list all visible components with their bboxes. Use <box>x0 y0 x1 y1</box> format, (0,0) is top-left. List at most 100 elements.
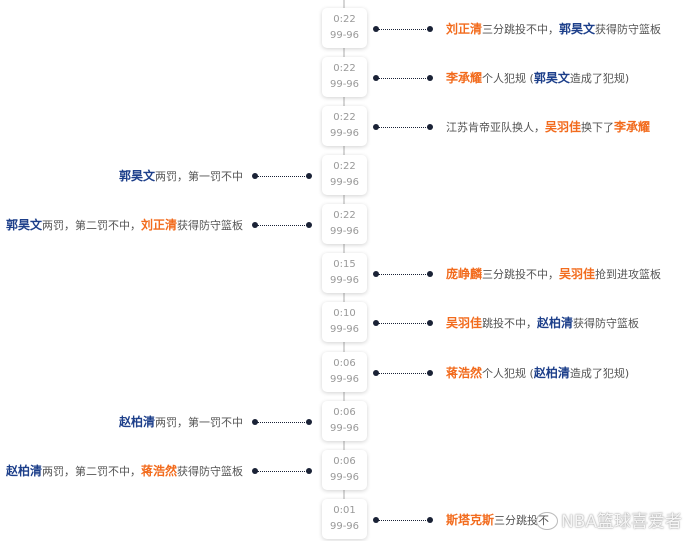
score: 99-96 <box>329 374 360 385</box>
connector <box>252 222 312 228</box>
time-score-box: 0:22 99-96 <box>322 204 367 244</box>
score: 99-96 <box>329 30 360 41</box>
player-name[interactable]: 蒋浩然 <box>140 464 177 478</box>
connector-dot <box>373 517 379 523</box>
event-row: 0:22 99-96 郭昊文两罚，第一罚不中 <box>0 155 700 197</box>
event-description: 江苏肯帝亚队换人，吴羽佳换下了李承耀 <box>446 118 650 137</box>
player-name[interactable]: 吴羽佳 <box>559 267 596 281</box>
event-description: 斯塔克斯三分跳投不 <box>446 511 549 530</box>
connector-line <box>378 126 428 128</box>
player-name[interactable]: 庞峥麟 <box>446 267 483 281</box>
score: 99-96 <box>329 128 360 139</box>
player-name[interactable]: 赵柏清 <box>5 464 42 478</box>
player-name[interactable]: 郭昊文 <box>5 218 42 232</box>
event-text: 跳投不中， <box>482 317 538 330</box>
event-text: 获得防守篮板 <box>177 219 243 232</box>
connector-line <box>257 224 307 226</box>
event-description: 庞峥麟三分跳投不中，吴羽佳抢到进攻篮板 <box>446 265 661 284</box>
event-row: 0:06 99-96 蒋浩然个人犯规 (赵柏清造成了犯规) <box>0 352 700 394</box>
event-description: 赵柏清两罚，第一罚不中 <box>119 413 243 432</box>
event-row: 0:06 99-96 赵柏清两罚，第一罚不中 <box>0 401 700 443</box>
event-text: 换下了 <box>581 121 615 134</box>
connector-dot <box>427 124 433 130</box>
connector <box>373 75 433 81</box>
player-name[interactable]: 吴羽佳 <box>446 316 483 330</box>
player-name[interactable]: 赵柏清 <box>118 415 155 429</box>
game-clock: 0:06 <box>333 456 356 467</box>
time-score-box: 0:10 99-96 <box>322 302 367 342</box>
connector-line <box>257 470 307 472</box>
connector-dot <box>252 468 258 474</box>
event-row: 0:22 99-96 郭昊文两罚，第二罚不中，刘正清获得防守篮板 <box>0 204 700 246</box>
event-row: 0:15 99-96 庞峥麟三分跳投不中，吴羽佳抢到进攻篮板 <box>0 253 700 295</box>
event-text: 造成了犯规) <box>569 72 630 85</box>
connector-line <box>378 519 428 521</box>
event-text: 获得防守篮板 <box>573 317 640 330</box>
score: 99-96 <box>329 275 360 286</box>
player-name[interactable]: 郭昊文 <box>559 22 596 36</box>
connector-line <box>378 28 428 30</box>
game-clock: 0:22 <box>333 210 356 221</box>
connector <box>373 26 433 32</box>
connector-line <box>257 175 307 177</box>
player-name[interactable]: 刘正清 <box>140 218 177 232</box>
connector-dot <box>373 370 379 376</box>
connector-dot <box>373 271 379 277</box>
connector <box>252 173 312 179</box>
time-score-box: 0:01 99-96 <box>322 499 367 539</box>
connector-dot <box>373 26 379 32</box>
game-clock: 0:10 <box>333 308 356 319</box>
event-row: 0:10 99-96 吴羽佳跳投不中，赵柏清获得防守篮板 <box>0 302 700 344</box>
event-text: 两罚，第一罚不中 <box>155 416 243 429</box>
event-description: 蒋浩然个人犯规 (赵柏清造成了犯规) <box>446 364 629 383</box>
event-text: 两罚，第二罚不中， <box>41 219 141 232</box>
event-description: 郭昊文两罚，第一罚不中 <box>119 167 243 186</box>
connector <box>373 370 433 376</box>
connector-dot <box>373 124 379 130</box>
player-name[interactable]: 赵柏清 <box>533 366 570 380</box>
player-name[interactable]: 蒋浩然 <box>446 366 483 380</box>
player-name[interactable]: 刘正清 <box>446 22 483 36</box>
time-score-box: 0:06 99-96 <box>322 401 367 441</box>
connector-line <box>378 77 428 79</box>
connector-dot <box>427 320 433 326</box>
connector-dot <box>252 173 258 179</box>
connector <box>373 271 433 277</box>
player-name[interactable]: 李承耀 <box>446 71 483 85</box>
player-name[interactable]: 郭昊文 <box>118 169 155 183</box>
game-clock: 0:22 <box>333 14 356 25</box>
time-score-box: 0:06 99-96 <box>322 352 367 392</box>
event-text: 两罚，第一罚不中 <box>155 170 243 183</box>
connector <box>373 517 433 523</box>
event-row: 0:22 99-96 李承耀个人犯规 (郭昊文造成了犯规) <box>0 57 700 99</box>
player-name[interactable]: 李承耀 <box>614 120 651 134</box>
watermark-text: NBA篮球喜爱者 <box>561 512 683 532</box>
connector-dot <box>252 222 258 228</box>
connector-line <box>378 322 428 324</box>
game-clock: 0:22 <box>333 161 356 172</box>
event-text: 个人犯规 ( <box>482 367 534 380</box>
event-row: 0:22 99-96 江苏肯帝亚队换人，吴羽佳换下了李承耀 <box>0 106 700 148</box>
event-text: 三分跳投不中， <box>482 268 560 281</box>
connector <box>252 419 312 425</box>
score: 99-96 <box>329 472 360 483</box>
connector-dot <box>306 419 312 425</box>
game-clock: 0:22 <box>333 112 356 123</box>
game-clock: 0:06 <box>333 407 356 418</box>
player-name[interactable]: 郭昊文 <box>533 71 570 85</box>
event-text: 个人犯规 ( <box>482 72 534 85</box>
connector-line <box>378 372 428 374</box>
weibo-logo-icon <box>536 512 558 530</box>
game-clock: 0:15 <box>333 259 356 270</box>
score: 99-96 <box>329 521 360 532</box>
score: 99-96 <box>329 324 360 335</box>
connector-dot <box>427 271 433 277</box>
player-name[interactable]: 吴羽佳 <box>545 120 582 134</box>
time-score-box: 0:22 99-96 <box>322 106 367 146</box>
player-name[interactable]: 赵柏清 <box>537 316 574 330</box>
event-text: 江苏肯帝亚队换人， <box>446 121 545 134</box>
event-description: 吴羽佳跳投不中，赵柏清获得防守篮板 <box>446 314 639 333</box>
connector-dot <box>427 517 433 523</box>
event-text: 抢到进攻篮板 <box>595 268 662 281</box>
player-name[interactable]: 斯塔克斯 <box>446 513 495 527</box>
